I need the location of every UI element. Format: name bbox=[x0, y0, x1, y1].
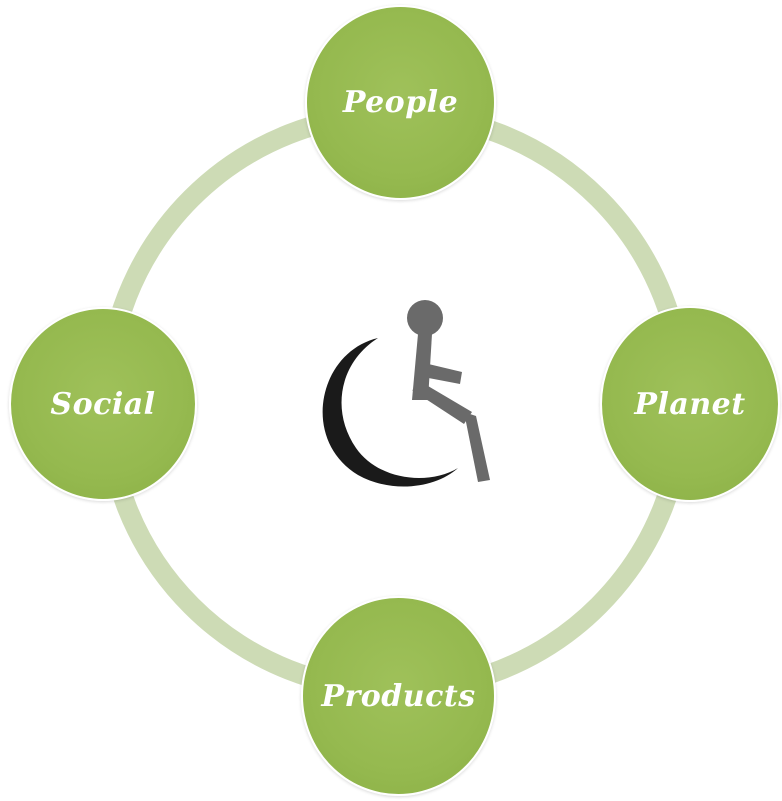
node-label-people: People bbox=[342, 85, 459, 120]
node-people: People bbox=[305, 5, 496, 200]
wheelchair-accessibility-icon bbox=[322, 300, 490, 487]
node-label-planet: Planet bbox=[634, 386, 746, 422]
node-planet: Planet bbox=[600, 306, 780, 502]
node-label-products: Products bbox=[321, 678, 476, 714]
node-products: Products bbox=[301, 596, 496, 796]
node-label-social: Social bbox=[50, 386, 156, 422]
node-social: Social bbox=[9, 307, 197, 501]
